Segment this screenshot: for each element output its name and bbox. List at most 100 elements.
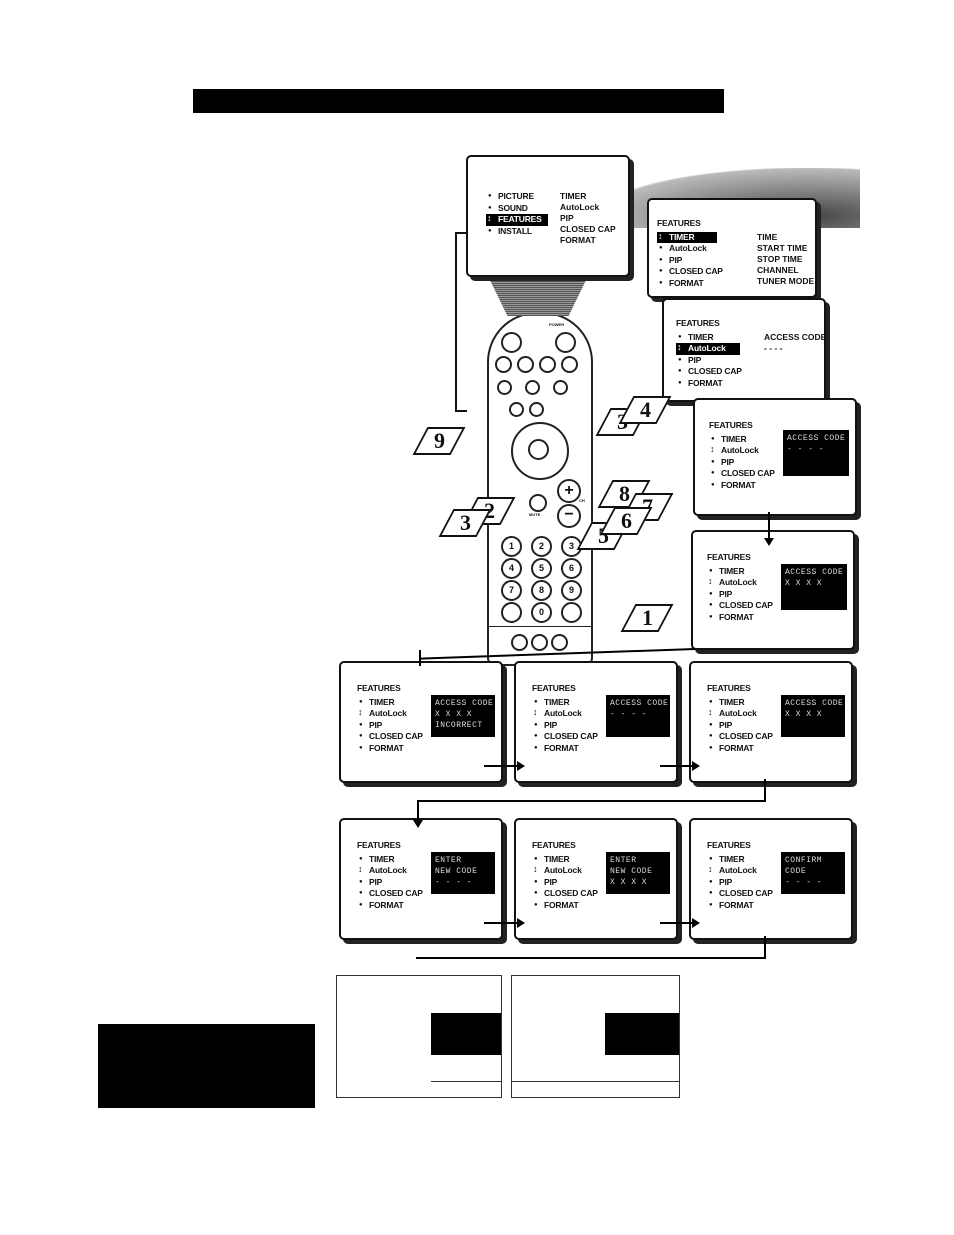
key-7[interactable]: 7 xyxy=(501,580,522,601)
item-format[interactable]: FORMAT xyxy=(707,743,773,755)
item-format[interactable]: FORMAT xyxy=(707,900,773,912)
step-1-number: 1 xyxy=(641,605,653,630)
item-pip[interactable]: PIP xyxy=(707,589,773,601)
item-pip[interactable]: PIP xyxy=(532,877,598,889)
key-9[interactable]: 9 xyxy=(561,580,582,601)
step-4-number: 4 xyxy=(639,397,651,422)
bottom-button-b[interactable] xyxy=(531,634,548,651)
item-timer[interactable]: TIMER xyxy=(707,566,773,578)
item-closed-cap[interactable]: CLOSED CAP xyxy=(707,888,773,900)
item-format[interactable]: FORMAT xyxy=(532,743,598,755)
mute-button[interactable] xyxy=(529,494,547,512)
features-menu: FEATURES TIMER AutoLock PIP CLOSED CAP F… xyxy=(707,840,773,911)
menu-ok-button[interactable] xyxy=(528,439,549,460)
func-button-e[interactable] xyxy=(497,380,512,395)
item-timer[interactable]: TIMER xyxy=(357,697,423,709)
connector-row1-b xyxy=(660,765,694,767)
item-autolock[interactable]: AutoLock xyxy=(709,444,775,457)
new-code-panel: ENTER NEW CODE - - - - xyxy=(431,852,495,894)
func-button-g[interactable] xyxy=(553,380,568,395)
bottom-button-c[interactable] xyxy=(551,634,568,651)
item-format[interactable]: FORMAT xyxy=(357,900,423,912)
item-autolock[interactable]: AutoLock xyxy=(676,342,740,355)
item-closed-cap[interactable]: CLOSED CAP xyxy=(357,731,423,743)
key-5[interactable]: 5 xyxy=(531,558,552,579)
key-2[interactable]: 2 xyxy=(531,536,552,557)
item-closed-cap[interactable]: CLOSED CAP xyxy=(707,731,773,743)
func-button-c[interactable] xyxy=(539,356,556,373)
item-format[interactable]: FORMAT xyxy=(709,480,775,492)
key-0[interactable]: 0 xyxy=(531,602,552,623)
item-closed-cap[interactable]: CLOSED CAP xyxy=(532,731,598,743)
item-autolock[interactable]: AutoLock xyxy=(532,707,598,720)
black-note-box xyxy=(98,1024,315,1108)
func-button-a[interactable] xyxy=(495,356,512,373)
power-button[interactable] xyxy=(555,332,576,353)
item-timer[interactable]: TIMER xyxy=(532,697,598,709)
key-8[interactable]: 8 xyxy=(531,580,552,601)
item-autolock[interactable]: AutoLock xyxy=(532,864,598,877)
item-pip[interactable]: PIP xyxy=(676,355,742,367)
access-label: ACCESS CODE xyxy=(787,434,846,443)
main-item-picture[interactable]: PICTURE xyxy=(486,191,548,203)
item-pip[interactable]: PIP xyxy=(707,720,773,732)
item-format[interactable]: FORMAT xyxy=(532,900,598,912)
pip-button-a[interactable] xyxy=(509,402,524,417)
func-button-f[interactable] xyxy=(525,380,540,395)
item-format[interactable]: FORMAT xyxy=(676,378,742,390)
item-timer[interactable]: TIMER xyxy=(707,854,773,866)
item-pip[interactable]: PIP xyxy=(357,720,423,732)
item-autolock[interactable]: AutoLock xyxy=(707,576,773,589)
item-format[interactable]: FORMAT xyxy=(707,612,773,624)
item-pip[interactable]: PIP xyxy=(657,255,723,267)
item-timer[interactable]: TIMER xyxy=(709,434,775,446)
features-header: FEATURES xyxy=(532,683,576,693)
features-header: FEATURES xyxy=(707,552,751,562)
item-autolock[interactable]: AutoLock xyxy=(357,864,423,877)
key-6[interactable]: 6 xyxy=(561,558,582,579)
bottom-button-a[interactable] xyxy=(511,634,528,651)
item-pip[interactable]: PIP xyxy=(709,457,775,469)
item-autolock[interactable]: AutoLock xyxy=(707,864,773,877)
item-timer[interactable]: TIMER xyxy=(707,697,773,709)
sleep-button[interactable] xyxy=(501,332,522,353)
channel-down-button[interactable]: − xyxy=(557,504,581,528)
new-code-label: NEW CODE xyxy=(610,867,653,876)
main-item-features[interactable]: FEATURES xyxy=(486,213,548,226)
item-pip[interactable]: PIP xyxy=(707,877,773,889)
enter-label: ENTER xyxy=(435,856,462,865)
connector-row2-a xyxy=(484,922,520,924)
connector-down-row1 xyxy=(419,650,421,666)
item-closed-cap[interactable]: CLOSED CAP xyxy=(707,600,773,612)
channel-up-button[interactable]: + xyxy=(557,479,581,503)
enter-label: ENTER xyxy=(610,856,637,865)
item-autolock[interactable]: AutoLock xyxy=(707,707,773,720)
item-closed-cap[interactable]: CLOSED CAP xyxy=(532,888,598,900)
main-item-sound[interactable]: SOUND xyxy=(486,203,548,215)
timer-submenu: TIME START TIME STOP TIME CHANNEL TUNER … xyxy=(757,232,814,287)
item-format[interactable]: FORMAT xyxy=(357,743,423,755)
key-1[interactable]: 1 xyxy=(501,536,522,557)
item-timer[interactable]: TIMER xyxy=(676,332,742,344)
item-autolock[interactable]: AutoLock xyxy=(357,707,423,720)
func-button-d[interactable] xyxy=(561,356,578,373)
pip-button-b[interactable] xyxy=(529,402,544,417)
item-format[interactable]: FORMAT xyxy=(657,278,723,290)
main-item-install[interactable]: INSTALL xyxy=(486,226,548,238)
func-button-b[interactable] xyxy=(517,356,534,373)
item-closed-cap[interactable]: CLOSED CAP xyxy=(657,266,723,278)
item-closed-cap[interactable]: CLOSED CAP xyxy=(357,888,423,900)
key-extra-right[interactable] xyxy=(561,602,582,623)
item-autolock[interactable]: AutoLock xyxy=(657,243,723,255)
key-extra-left[interactable] xyxy=(501,602,522,623)
item-pip[interactable]: PIP xyxy=(532,720,598,732)
item-timer[interactable]: TIMER xyxy=(532,854,598,866)
item-closed-cap[interactable]: CLOSED CAP xyxy=(676,366,742,378)
item-timer[interactable]: TIMER xyxy=(657,231,717,243)
features-header: FEATURES xyxy=(532,840,576,850)
item-closed-cap[interactable]: CLOSED CAP xyxy=(709,468,775,480)
key-4[interactable]: 4 xyxy=(501,558,522,579)
navigation-ring[interactable] xyxy=(511,422,569,480)
item-pip[interactable]: PIP xyxy=(357,877,423,889)
item-timer[interactable]: TIMER xyxy=(357,854,423,866)
